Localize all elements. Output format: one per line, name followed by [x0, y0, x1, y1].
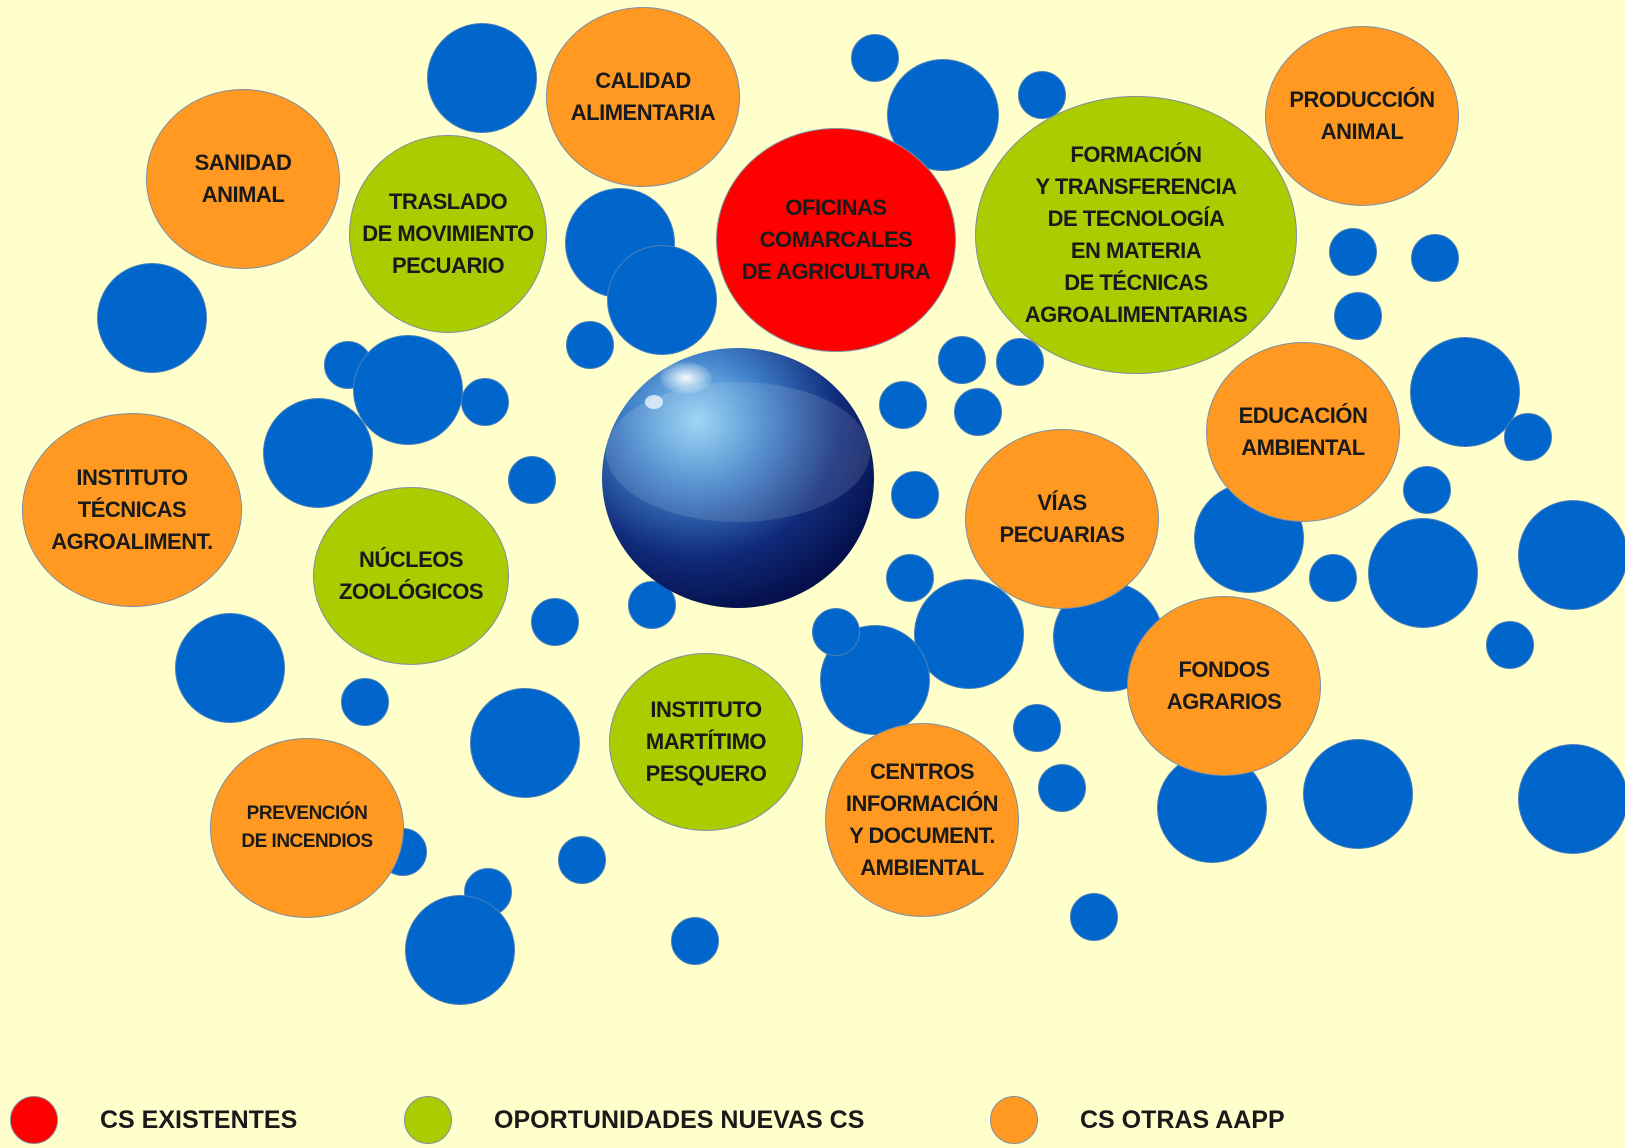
bubble-centros: CENTROS INFORMACIÓN Y DOCUMENT. AMBIENTA… [825, 723, 1019, 917]
bubble-label: CALIDAD ALIMENTARIA [570, 68, 716, 125]
bubble-label: TRASLADO DE MOVIMIENTO PECUARIO [362, 189, 534, 278]
filler-dot [341, 678, 389, 726]
filler-dot [1518, 744, 1625, 854]
bubble-nucleos: NÚCLEOS ZOOLÓGICOS [313, 487, 509, 665]
bubble-traslado: TRASLADO DE MOVIMIENTO PECUARIO [349, 135, 547, 333]
filler-dot [470, 688, 580, 798]
filler-dot [353, 335, 463, 445]
filler-dot [1334, 292, 1382, 340]
bubble-label: VÍAS PECUARIAS [999, 490, 1125, 547]
filler-dot [891, 471, 939, 519]
bubble-label: NÚCLEOS ZOOLÓGICOS [338, 547, 484, 604]
bubble-label: EDUCACIÓN AMBIENTAL [1238, 403, 1368, 460]
filler-dot [938, 336, 986, 384]
bubble-maritimo: INSTITUTO MARTÍTIMO PESQUERO [609, 653, 803, 831]
filler-dot [508, 456, 556, 504]
filler-dot [558, 836, 606, 884]
bubble-label: OFICINAS COMARCALES DE AGRICULTURA [741, 195, 931, 284]
legend-new-label: OPORTUNIDADES NUEVAS CS [494, 1105, 865, 1134]
filler-dot [97, 263, 207, 373]
bubble-sanidad: SANIDAD ANIMAL [146, 89, 340, 269]
sphere-glow [606, 382, 870, 522]
filler-dot [405, 895, 515, 1005]
filler-dot [1486, 621, 1534, 669]
filler-dot [531, 598, 579, 646]
bubble-label: SANIDAD ANIMAL [194, 150, 292, 207]
bubble-produccion: PRODUCCIÓN ANIMAL [1265, 26, 1459, 206]
filler-dot [1410, 337, 1520, 447]
bubble-fondos: FONDOS AGRARIOS [1127, 596, 1321, 776]
filler-dot [812, 608, 860, 656]
bubble-label: INSTITUTO MARTÍTIMO PESQUERO [645, 697, 767, 786]
filler-dot [1411, 234, 1459, 282]
filler-dot [886, 554, 934, 602]
filler-dot [263, 398, 373, 508]
bubble-prevencion: PREVENCIÓN DE INCENDIOS [210, 738, 404, 918]
filler-dot [914, 579, 1024, 689]
bubble-formacion: FORMACIÓN Y TRANSFERENCIA DE TECNOLOGÍA … [975, 96, 1297, 374]
filler-dot [1038, 764, 1086, 812]
bubble-label: PREVENCIÓN DE INCENDIOS [241, 803, 373, 852]
filler-dot [1303, 739, 1413, 849]
filler-dot [461, 378, 509, 426]
filler-dot [1518, 500, 1625, 610]
sphere-highlight-small [645, 395, 663, 409]
legend-new-swatch [404, 1096, 452, 1144]
legend-existing-label: CS EXISTENTES [100, 1105, 298, 1134]
filler-dot [175, 613, 285, 723]
legend-new: OPORTUNIDADES NUEVAS CS [404, 1092, 864, 1148]
filler-dot [1013, 704, 1061, 752]
filler-dot [851, 34, 899, 82]
filler-dot [671, 917, 719, 965]
filler-dot [1329, 228, 1377, 276]
legend-other-swatch [990, 1096, 1038, 1144]
bubble-vias: VÍAS PECUARIAS [965, 429, 1159, 609]
filler-dot [566, 321, 614, 369]
legend-other-label: CS OTRAS AAPP [1080, 1105, 1285, 1134]
filler-dot [996, 338, 1044, 386]
filler-dot [1504, 413, 1552, 461]
bubble-label: CENTROS INFORMACIÓN Y DOCUMENT. AMBIENTA… [845, 759, 999, 880]
filler-dot [1070, 893, 1118, 941]
filler-dot [879, 381, 927, 429]
filler-dot [1368, 518, 1478, 628]
sphere-highlight [660, 362, 712, 394]
filler-dot [427, 23, 537, 133]
bubble-label: PRODUCCIÓN ANIMAL [1289, 87, 1435, 144]
bubble-label: INSTITUTO TÉCNICAS AGROALIMENT. [51, 465, 213, 554]
bubble-instituto-tecnicas: INSTITUTO TÉCNICAS AGROALIMENT. [22, 413, 242, 607]
legend-existing-swatch [10, 1096, 58, 1144]
filler-dot [1309, 554, 1357, 602]
bubble-label: FONDOS AGRARIOS [1166, 657, 1282, 714]
bubble-oficinas: OFICINAS COMARCALES DE AGRICULTURA [716, 128, 956, 352]
filler-dot [1018, 71, 1066, 119]
legend-existing: CS EXISTENTES [10, 1092, 297, 1148]
bubble-label: FORMACIÓN Y TRANSFERENCIA DE TECNOLOGÍA … [1024, 142, 1248, 327]
filler-dot [954, 388, 1002, 436]
filler-dot [607, 245, 717, 355]
legend-other: CS OTRAS AAPP [990, 1092, 1285, 1148]
filler-dot [1403, 466, 1451, 514]
sphere-body [602, 348, 874, 608]
bubble-calidad: CALIDAD ALIMENTARIA [546, 7, 740, 187]
bubble-educacion: EDUCACIÓN AMBIENTAL [1206, 342, 1400, 522]
